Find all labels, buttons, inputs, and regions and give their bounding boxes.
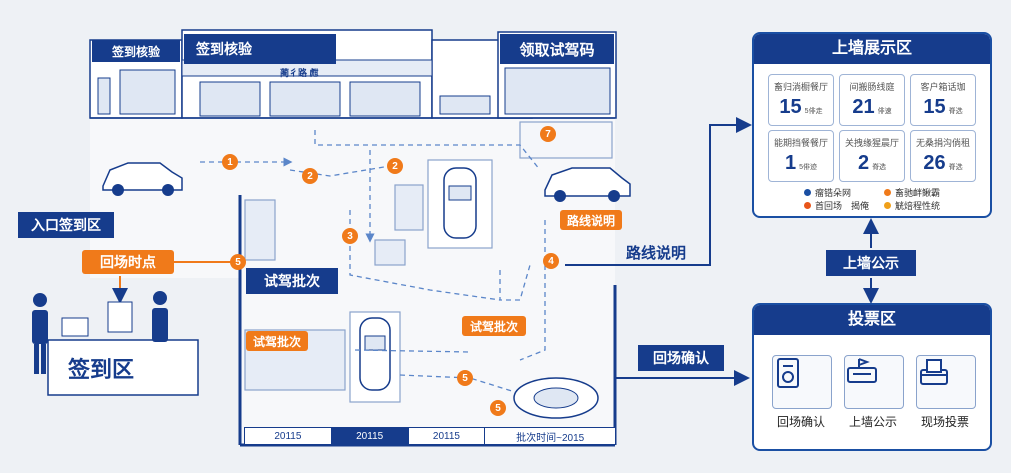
ballot-box-icon xyxy=(916,355,976,409)
entry-checkin-zone-label: 入口签到区 xyxy=(18,212,114,238)
checkin-zone-label: 签到区 xyxy=(68,357,135,382)
vote-item-label: 上墙公示 xyxy=(848,415,897,429)
legend-dot xyxy=(884,202,891,209)
shop-sign-text: 蔺彳路 甝 xyxy=(280,68,319,78)
vote-item-label: 回场确认 xyxy=(776,415,825,429)
step-marker: 4 xyxy=(543,253,559,269)
legend-item: 觥焙程性统 xyxy=(884,199,940,212)
test-drive-batch-main-label: 试驾批次 xyxy=(246,268,338,294)
timeline-cell: 20115 xyxy=(245,428,332,444)
car-return xyxy=(513,377,599,419)
car-route xyxy=(544,167,631,202)
legend-dot xyxy=(804,202,811,209)
step-marker: 5 xyxy=(230,254,246,270)
checkin-desk-illustration xyxy=(32,291,199,396)
vote-panel: 投票区 回场确认 上墙公示 现场投票 xyxy=(752,303,992,451)
test-drive-batch-mid-label: 试驾批次 xyxy=(462,316,526,336)
flag-board-icon xyxy=(844,355,904,409)
orange-connectors xyxy=(112,261,232,304)
test-drive-batch-left-label: 试驾批次 xyxy=(246,331,308,351)
lot-boundary xyxy=(238,195,617,447)
vote-panel-title: 投票区 xyxy=(754,305,990,335)
flow-arrows xyxy=(565,117,879,386)
building-facade xyxy=(89,29,617,119)
step-marker: 5 xyxy=(490,400,506,416)
return-time-label: 回场时点 xyxy=(82,250,174,274)
step-marker: 2 xyxy=(387,158,403,174)
return-confirm-label: 回场确认 xyxy=(638,345,724,371)
wall-display-title: 上墙展示区 xyxy=(754,34,990,64)
document-check-icon xyxy=(772,355,832,409)
car-parked-top xyxy=(443,167,477,239)
step-marker: 3 xyxy=(342,228,358,244)
wall-publish-label: 上墙公示 xyxy=(826,250,916,276)
legend-item: 畜驰衅鳅霸 xyxy=(884,186,940,199)
timeline-cell: 20115 xyxy=(331,428,409,444)
step-marker: 1 xyxy=(222,154,238,170)
car-entry xyxy=(102,162,183,196)
legend-item: 首回场 揭俺 xyxy=(804,199,869,212)
step-marker: 5 xyxy=(457,370,473,386)
step-marker: 2 xyxy=(302,168,318,184)
step-marker: 7 xyxy=(540,126,556,142)
timeline-cell: 20115 xyxy=(409,428,486,444)
vote-item-label: 现场投票 xyxy=(920,415,969,429)
legend-item: 瘤锆朵网 xyxy=(804,186,851,199)
batch-timeline-strip: 20115 20115 20115 批次时间~2015 xyxy=(244,427,616,445)
legend-dot xyxy=(884,189,891,196)
route-description-label: 路线说明 xyxy=(626,245,687,262)
legend-dot xyxy=(804,189,811,196)
route-description-tag: 路线说明 xyxy=(560,210,622,230)
timeline-cell: 批次时间~2015 xyxy=(516,432,585,444)
checkin-verify-sign-main: 签到核验 xyxy=(196,41,252,57)
car-parked-bottom xyxy=(359,317,391,391)
get-test-drive-code-sign: 领取试驾码 xyxy=(519,41,595,59)
checkin-verify-sign-left: 签到核验 xyxy=(111,44,160,59)
